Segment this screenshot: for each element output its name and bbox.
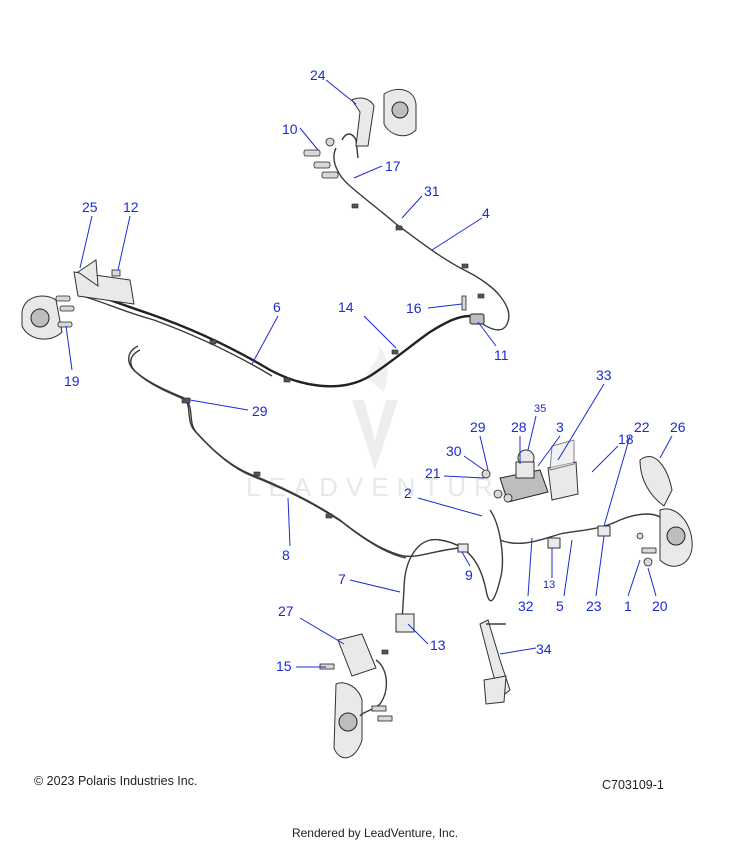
front-left-caliper	[21, 295, 75, 340]
callout-5: 5	[556, 598, 564, 614]
callout-6: 6	[273, 299, 281, 315]
callout-10: 10	[282, 121, 298, 137]
rear-caliper-upper	[351, 88, 417, 147]
callout-14: 14	[338, 299, 354, 315]
front-right-caliper	[636, 456, 693, 567]
callout-13-upper: 13	[543, 579, 555, 591]
rendered-by-credit: Rendered by LeadVenture, Inc.	[291, 826, 459, 840]
callout-29-left: 29	[252, 403, 268, 419]
callout-24: 24	[310, 67, 326, 83]
front-left-caliper-lower	[319, 633, 393, 759]
brake-line-7	[401, 509, 665, 621]
callout-11: 11	[494, 347, 509, 363]
drawing-code: C703109-1	[602, 778, 664, 792]
mounting-plate-33	[547, 439, 579, 501]
brackets-13-23	[381, 525, 611, 655]
callout-15: 15	[276, 658, 292, 674]
brake-line-8	[128, 345, 461, 559]
callout-7: 7	[338, 571, 346, 587]
junction-11	[461, 295, 485, 325]
callout-16: 16	[406, 300, 422, 316]
callout-3: 3	[556, 419, 564, 435]
callout-20: 20	[652, 598, 668, 614]
line-clip	[477, 293, 485, 299]
callout-23: 23	[586, 598, 602, 614]
callout-26: 26	[670, 419, 686, 435]
line-clip	[395, 225, 403, 231]
callout-34: 34	[536, 641, 552, 657]
callout-35: 35	[534, 403, 546, 415]
callouts: 24 10 17 31 4 25 12 6 14 16 11 19 29 33 …	[64, 67, 686, 674]
callout-2: 2	[404, 485, 412, 501]
brake-line-6	[79, 288, 471, 388]
master-cylinder	[481, 449, 549, 503]
callout-13-lower: 13	[430, 637, 446, 653]
rear-brake-line-4	[333, 133, 510, 331]
callout-29-right: 29	[470, 419, 486, 435]
callout-9: 9	[465, 567, 473, 583]
callout-17: 17	[385, 158, 401, 174]
callout-18: 18	[618, 431, 634, 447]
copyright-notice: © 2023 Polaris Industries Inc.	[34, 774, 198, 788]
callout-28: 28	[511, 419, 527, 435]
callout-1: 1	[624, 598, 632, 614]
callout-12: 12	[123, 199, 139, 215]
line-clip	[351, 203, 359, 209]
callout-32: 32	[518, 598, 534, 614]
callout-22: 22	[634, 419, 650, 435]
callout-31: 31	[424, 183, 440, 199]
callout-21: 21	[425, 465, 441, 481]
callout-25: 25	[82, 199, 98, 215]
callout-4: 4	[482, 205, 490, 221]
callout-30: 30	[446, 443, 462, 459]
line-clip	[461, 263, 469, 269]
callout-33: 33	[596, 367, 612, 383]
callout-27: 27	[278, 603, 294, 619]
brake-pedal	[479, 619, 511, 705]
bracket-25	[73, 259, 135, 305]
banjo-bolts-10	[303, 137, 339, 179]
callout-19: 19	[64, 373, 80, 389]
callout-8: 8	[282, 547, 290, 563]
